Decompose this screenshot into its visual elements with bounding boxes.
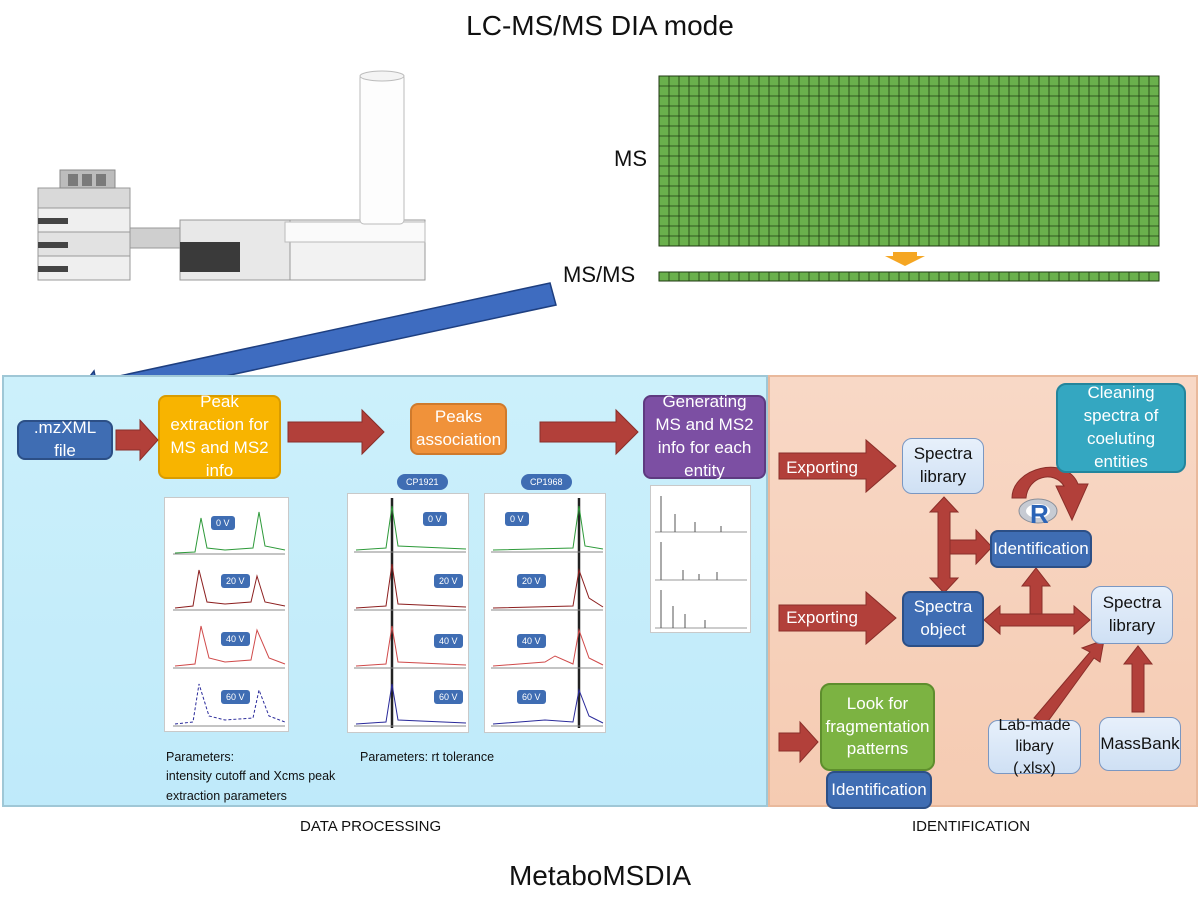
exporting-label-bottom: Exporting <box>786 607 858 627</box>
massbank-box: MassBank <box>1099 717 1181 771</box>
spectra-library-right-box: Spectra library <box>1091 586 1173 644</box>
exporting-label-top: Exporting <box>786 457 858 477</box>
voltage-tag-60v-right: 60 V <box>517 690 546 704</box>
mzxml-file-box: .mzXML file <box>17 418 113 460</box>
peak-extraction-parameters: Parameters: intensity cutoff and Xcms pe… <box>166 748 366 806</box>
spectra-library-top-box: Spectra library <box>902 438 984 494</box>
peak-extraction-box: Peak extraction for MS and MS2 info <box>158 392 281 480</box>
voltage-tag-20v-right: 20 V <box>517 574 546 588</box>
cp1968-tag: CP1968 <box>521 474 572 490</box>
cleaning-spectra-box: Cleaning spectra of coeluting entities <box>1056 383 1186 473</box>
parameters-title-left: Parameters: <box>166 750 235 764</box>
voltage-tag-60v: 60 V <box>221 690 250 704</box>
voltage-tag-40v: 40 V <box>221 632 250 646</box>
ms-to-msms-arrow <box>885 252 925 266</box>
chromatogram-stack-mid-left <box>354 498 467 728</box>
peak-extraction-chromatograms: 0 V 20 V 40 V 60 V <box>164 497 289 732</box>
look-for-fragmentation-box: Look for fragmentation patterns <box>820 683 935 771</box>
lab-made-library-box: Lab-made libary (.xlsx) <box>988 717 1081 777</box>
lc-ms-instrument-illustration <box>37 70 426 281</box>
generating-ms-ms2-box: Generating MS and MS2 info for each enti… <box>643 392 766 480</box>
voltage-tag-40v-right: 40 V <box>517 634 546 648</box>
voltage-tag-20v: 20 V <box>221 574 250 588</box>
voltage-tag-0v-right: 0 V <box>505 512 529 526</box>
spectra-object-box: Spectra object <box>902 591 984 647</box>
cp1921-tag: CP1921 <box>397 474 448 490</box>
diagram-subtitle: MetaboMSDIA <box>508 860 692 891</box>
identification-bottom-box: Identification <box>826 771 932 809</box>
peaks-association-chromatograms-right: 0 V 20 V 40 V 60 V <box>484 493 606 733</box>
voltage-tag-0v-mid: 0 V <box>423 512 447 526</box>
r-logo-graphic <box>1018 498 1058 524</box>
voltage-tag-60v-mid: 60 V <box>434 690 463 704</box>
identification-r-box: Identification <box>990 530 1092 568</box>
voltage-tag-40v-mid: 40 V <box>434 634 463 648</box>
peaks-association-box: Peaks association <box>410 403 507 455</box>
diagram-title: LC-MS/MS DIA mode <box>466 10 734 41</box>
chromatogram-stack-mid-right <box>491 498 604 728</box>
parameters-line-2: extraction parameters <box>166 788 287 803</box>
ms-label: MS <box>614 146 647 171</box>
ms-grid <box>658 75 1160 282</box>
rt-tolerance-parameters: Parameters: rt tolerance <box>360 750 495 764</box>
identification-caption: IDENTIFICATION <box>912 818 1031 835</box>
peaks-association-chromatograms-left: 0 V 20 V 40 V 60 V <box>347 493 469 733</box>
parameters-line-1: intensity cutoff and Xcms peak <box>166 769 336 784</box>
ms-ms2-spectra-thumbnail <box>650 485 751 633</box>
r-logo-icon: R <box>1018 497 1058 529</box>
msms-label: MS/MS <box>563 262 636 287</box>
voltage-tag-0v: 0 V <box>211 516 235 530</box>
spectra-stack <box>655 496 747 629</box>
voltage-tag-20v-mid: 20 V <box>434 574 463 588</box>
r-logo-letter: R <box>1030 499 1049 529</box>
data-processing-caption: DATA PROCESSING <box>300 818 442 835</box>
chromatogram-stack-left <box>173 511 286 727</box>
